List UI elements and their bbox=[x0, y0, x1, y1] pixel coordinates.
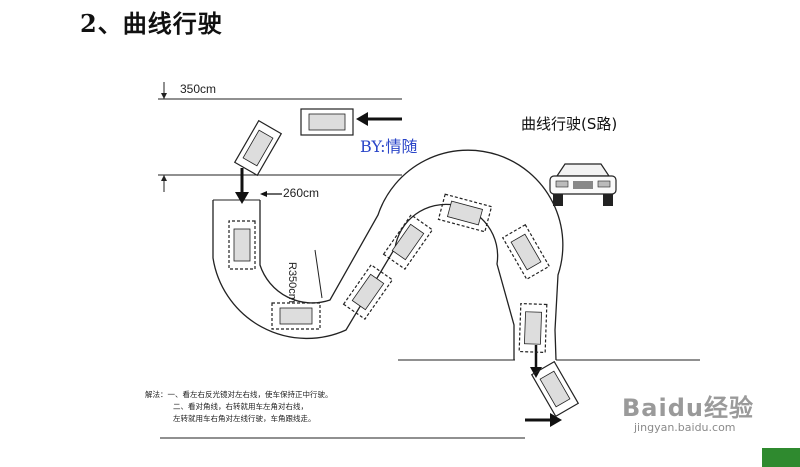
car-footprint bbox=[501, 223, 551, 281]
arrow-down-exit bbox=[530, 345, 542, 378]
author-byline: BY:情随 bbox=[360, 137, 418, 156]
car-footprint bbox=[530, 360, 580, 418]
arrow-right-bottom bbox=[525, 413, 562, 427]
radius-line bbox=[314, 249, 323, 299]
page-title: 2、曲线行驶 bbox=[80, 9, 223, 38]
car-front-view bbox=[549, 163, 617, 206]
road-outer-edge bbox=[259, 149, 564, 361]
note-line-3: 左转就用车右角对左线行驶，车角跟线走。 bbox=[173, 414, 316, 423]
arrow-left-260 bbox=[260, 191, 282, 197]
dimension-350-label: 350cm bbox=[180, 82, 217, 96]
car-footprint bbox=[342, 264, 394, 320]
watermark-main: Baidu经验 bbox=[622, 394, 754, 422]
watermark-url: jingyan.baidu.com bbox=[634, 421, 736, 434]
car-footprint bbox=[382, 214, 434, 270]
diagram-title: 曲线行驶(S路) bbox=[521, 115, 618, 133]
note-line-2: 二、看对角线，右转就用车左角对右线， bbox=[173, 402, 308, 411]
car-footprint bbox=[518, 302, 548, 354]
baidu-watermark: Baidu经验 jingyan.baidu.com bbox=[622, 388, 754, 434]
road-inner-edge bbox=[212, 200, 515, 360]
car-footprint bbox=[437, 193, 493, 233]
corner-tab bbox=[762, 448, 800, 467]
car-footprint bbox=[271, 302, 321, 330]
dimension-260-label: 260cm bbox=[283, 186, 320, 200]
car-footprint bbox=[228, 220, 256, 270]
dim-350-arrow bbox=[161, 93, 167, 99]
arrow-down-entry bbox=[235, 168, 249, 204]
note-line-1: 解法：一、看左右反光镜对左右线，使车保持正中行驶。 bbox=[145, 390, 333, 399]
radius-label: R350cm bbox=[286, 262, 298, 303]
solution-notes: 解法：一、看左右反光镜对左右线，使车保持正中行驶。 二、看对角线，右转就用车左角… bbox=[145, 389, 333, 425]
car-footprint bbox=[300, 108, 354, 136]
arrow-left-top bbox=[356, 112, 402, 126]
dim-260-arrow bbox=[161, 175, 167, 181]
car-footprint bbox=[233, 119, 283, 177]
